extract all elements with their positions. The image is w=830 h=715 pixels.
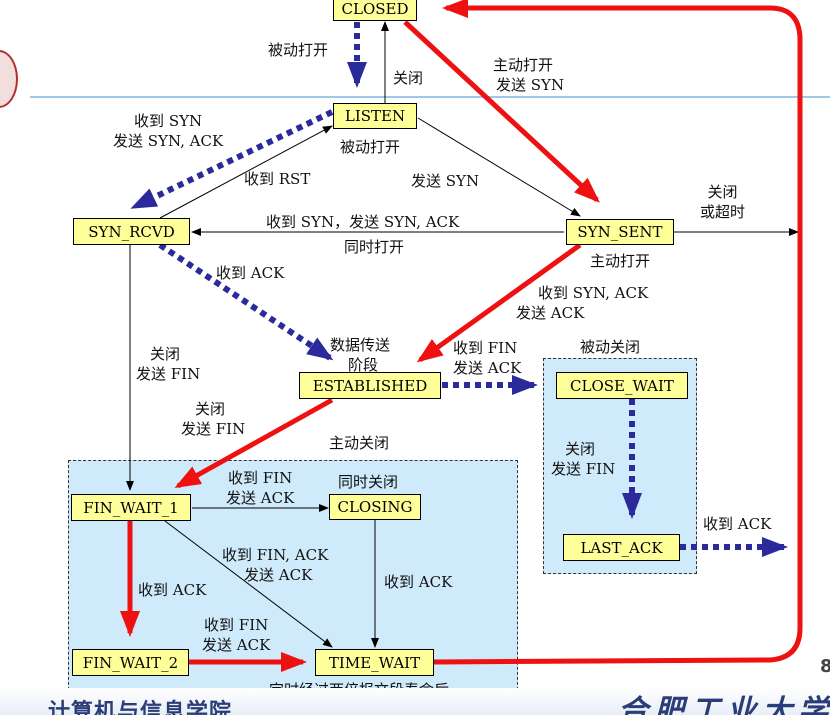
label-close-or-timeout-line2: 或超时 [700, 203, 746, 221]
label-finwait1-closing-line2: 发送 ACK [226, 489, 295, 507]
label-simultaneous-open: 同时打开 [344, 238, 405, 256]
label-synrcvd-close-line2: 发送 FIN [136, 365, 201, 383]
listen-to-synsent-arrow [417, 117, 581, 217]
label-active-open-line1: 主动打开 [493, 56, 554, 74]
listen-to-synrcvd-arrow [130, 109, 334, 210]
synsent-to-established-arrow [416, 242, 582, 363]
state-fin-wait-2: FIN_WAIT_2 [72, 649, 189, 676]
label-finwait1-finwait2-recv-ack: 收到 ACK [138, 581, 207, 599]
passive-close-title: 被动关闭 [580, 338, 641, 356]
label-recv-ack-synrcvd: 收到 ACK [216, 264, 285, 282]
state-listen: LISTEN [333, 103, 417, 129]
footer-school-name: 计算机与信息学院 [48, 700, 233, 715]
timewait-to-closed-arrow [433, 0, 803, 665]
label-recv-syn-line2: 发送 SYN, ACK [113, 132, 224, 150]
label-data-transfer-line2: 阶段 [348, 356, 379, 374]
label-finwait1-timewait-line2: 发送 ACK [244, 566, 313, 584]
synrcvd-to-listen-arrow [159, 125, 333, 219]
established-to-finwait1-arrow [174, 397, 334, 489]
label-recv-synack-line1: 收到 SYN, ACK [538, 284, 649, 302]
label-synrcvd-close-line1: 关闭 [150, 345, 181, 363]
page-number: 8 [820, 656, 830, 677]
label-recv-syn-line1: 收到 SYN [134, 112, 203, 130]
state-last-ack: LAST_ACK [563, 534, 680, 561]
footer-band [0, 688, 830, 715]
label-close-or-timeout: 关闭 或超时 [700, 182, 745, 222]
state-time-wait: TIME_WAIT [315, 649, 434, 676]
state-syn-sent: SYN_SENT [566, 219, 674, 245]
state-close-wait: CLOSE_WAIT [556, 372, 688, 399]
label-simultaneous-open-recv: 收到 SYN，发送 SYN, ACK [266, 213, 460, 231]
footer-university-logo-text: 合肥工业大学 [618, 694, 830, 715]
label-finwait2-timewait-line1: 收到 FIN [204, 616, 269, 634]
label-established-close-send-fin: 关闭 发送 FIN [181, 399, 245, 439]
label-recv-fin-line2: 发送 ACK [453, 359, 522, 377]
label-finwait1-closing: 收到 FIN 发送 ACK [226, 468, 294, 508]
state-closing: CLOSING [329, 494, 421, 520]
state-fin-wait-1: FIN_WAIT_1 [71, 494, 191, 521]
state-closed: CLOSED [333, 0, 417, 21]
label-established-close-line1: 关闭 [195, 400, 226, 418]
label-active-open-line2: 发送 SYN [496, 76, 565, 94]
label-data-transfer-line1: 数据传送 [330, 336, 391, 354]
label-simultaneous-close: 同时关闭 [338, 473, 399, 491]
label-recv-synack-send-ack: 收到 SYN, ACK 发送 ACK [516, 283, 648, 323]
closed-to-synsent-arrow [403, 20, 600, 203]
label-closewait-close-line2: 发送 FIN [551, 460, 616, 478]
label-closing-recv-ack: 收到 ACK [384, 573, 453, 591]
label-established-close-line2: 发送 FIN [181, 420, 246, 438]
label-active-open-send-syn: 主动打开 发送 SYN [482, 55, 564, 95]
label-recv-syn-send-synack: 收到 SYN 发送 SYN, ACK [113, 111, 223, 151]
header-rule [30, 96, 830, 98]
label-finwait2-timewait: 收到 FIN 发送 ACK [202, 615, 270, 655]
label-listen-passive-open: 被动打开 [340, 138, 401, 156]
state-syn-rcvd: SYN_RCVD [73, 218, 190, 245]
label-finwait1-timewait: 收到 FIN, ACK 发送 ACK [222, 545, 328, 585]
finwait1-to-timewait-arrow [164, 520, 333, 648]
label-finwait1-timewait-line1: 收到 FIN, ACK [222, 546, 329, 564]
label-recv-fin-send-ack: 收到 FIN 发送 ACK [453, 338, 521, 378]
label-recv-fin-line1: 收到 FIN [453, 339, 518, 357]
label-send-syn: 发送 SYN [411, 172, 480, 190]
label-finwait1-closing-line1: 收到 FIN [228, 469, 293, 487]
label-listen-close: 关闭 [393, 69, 424, 87]
label-synrcvd-close-send-fin: 关闭 发送 FIN [136, 344, 200, 384]
label-recv-synack-line2: 发送 ACK [516, 304, 585, 322]
label-data-transfer: 数据传送 阶段 [330, 335, 390, 375]
label-active-open: 主动打开 [590, 252, 651, 270]
synrcvd-to-established-arrow [158, 242, 334, 361]
label-recv-rst: 收到 RST [244, 170, 311, 188]
label-closewait-close-send-fin: 关闭 发送 FIN [551, 439, 615, 479]
label-lastack-recv-ack: 收到 ACK [703, 515, 772, 533]
label-finwait2-timewait-line2: 发送 ACK [202, 636, 271, 654]
label-close-or-timeout-line1: 关闭 [707, 183, 738, 201]
state-established: ESTABLISHED [299, 372, 441, 399]
label-passive-open-closed: 被动打开 [268, 41, 329, 59]
label-closewait-close-line1: 关闭 [565, 440, 596, 458]
active-close-title: 主动关闭 [329, 434, 390, 452]
